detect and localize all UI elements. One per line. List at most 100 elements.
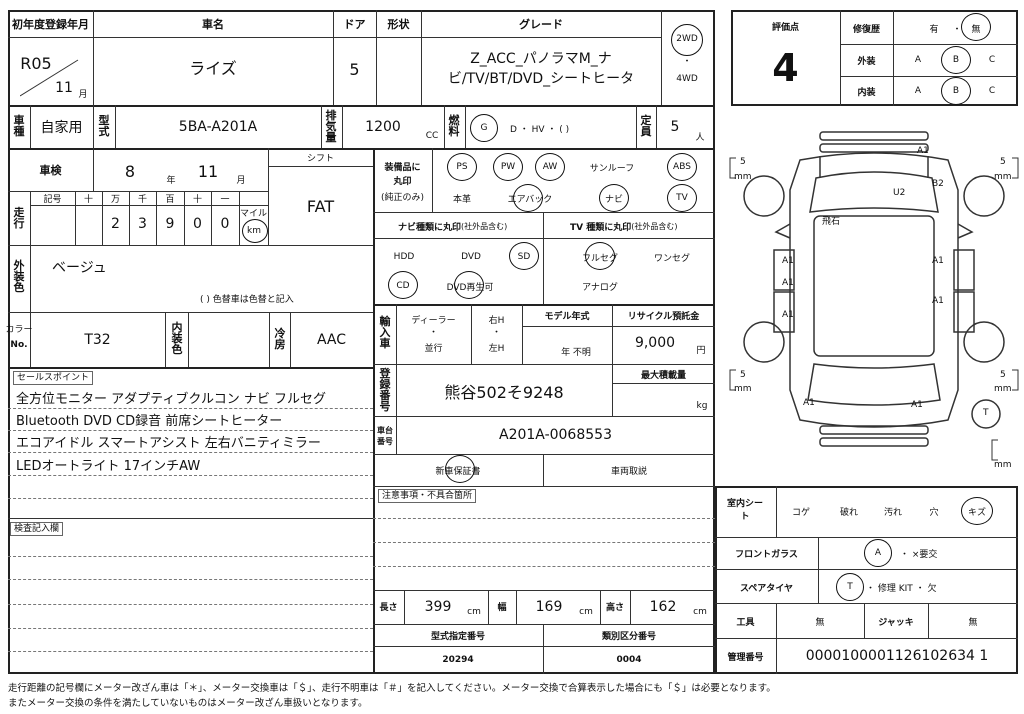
equip-sunroof: サンルーフ: [589, 163, 635, 174]
equip-leather: 本革: [452, 194, 471, 205]
navi-sd-circle: [509, 242, 539, 270]
car-diagram: [729, 131, 1019, 461]
tv-fullseg-circle: [585, 242, 615, 270]
type-no-value: 20294: [442, 655, 474, 665]
mgmt-value: 0000100001126102634 1: [805, 648, 989, 664]
dmg-a1-r2: A1: [932, 296, 944, 306]
glass-note: ・ ×要交: [900, 549, 938, 560]
recycle-label: リサイクル預託金: [627, 311, 700, 322]
equip-airbag-circle: [513, 184, 543, 212]
sales-line-2: エコアイドル スマートアシスト 左右バニティミラー: [16, 435, 321, 451]
drive-4wd: 4WD: [676, 74, 698, 84]
digit-2: 9: [165, 216, 175, 232]
outer-color-value: ベージュ: [52, 260, 107, 276]
disp-unit: CC: [425, 131, 439, 141]
drive-dot: ・: [682, 56, 692, 67]
main-sheet: [8, 10, 715, 674]
spare-options: ・ 修理 KIT ・ 欠: [866, 583, 937, 594]
tv-analog: アナログ: [582, 282, 618, 293]
score-value: 4: [772, 46, 799, 90]
disp-label: 排気量: [325, 109, 337, 144]
equip-label2: 丸印: [393, 176, 412, 187]
grade-line2: ビ/TV/BT/DVD_シートヒータ: [447, 71, 635, 87]
tv-oneseg: ワンセグ: [653, 253, 690, 264]
length-label: 長さ: [379, 602, 398, 613]
max-load-kg: kg: [696, 401, 708, 411]
inspect-year-unit: 年: [166, 175, 176, 186]
repair-yes: 有: [929, 24, 939, 35]
width-unit: cm: [579, 607, 593, 617]
spare-label: スペアタイヤ: [739, 583, 794, 594]
warranty-circle: [445, 455, 475, 483]
shift-label: シフト: [306, 153, 334, 164]
eval-box: [731, 10, 1018, 106]
repair-dot: ・: [952, 24, 962, 35]
model-label: 型式: [98, 114, 110, 138]
chassis-label: 車台番号: [377, 426, 393, 446]
equip-tv-circle: [667, 184, 697, 212]
first-reg-month: 11: [55, 80, 73, 96]
seat-koge: コゲ: [791, 507, 810, 518]
height-unit: cm: [693, 607, 707, 617]
cap-label: 定員: [640, 114, 652, 138]
jack-value: 無: [968, 617, 978, 628]
recycle-unit: 円: [696, 345, 706, 356]
car-name-label: 車名: [202, 18, 224, 31]
import-dot2: ・: [491, 327, 501, 338]
model-year-value: 年 不明: [561, 347, 591, 358]
length-value: 399: [424, 599, 452, 615]
mile-label: マイル: [239, 208, 267, 219]
footer-line1: 走行距離の記号欄にメーター改ざん車は「＊」、メーター交換車は「＄」、走行不明車は…: [8, 683, 776, 694]
inspect-month: 11: [197, 161, 219, 181]
repair-label: 修復歴: [852, 24, 880, 35]
width-label: 幅: [497, 602, 507, 613]
jack-label: ジャッキ: [878, 617, 914, 628]
score-label: 評価点: [771, 22, 799, 33]
spare-t-circle: [836, 573, 864, 601]
glass-a-circle: [864, 539, 892, 567]
color-no-label2: No.: [10, 340, 28, 350]
digit-1: 3: [138, 216, 147, 232]
exterior-a: A: [914, 55, 922, 65]
tv-title: TV 種類に丸印(社外品含む): [570, 218, 678, 234]
car-name: ライズ: [189, 59, 237, 78]
color-no-value: T32: [84, 332, 111, 348]
interior-b-circle: [941, 77, 971, 105]
grade-label: グレード: [519, 18, 563, 31]
dmg-u2: U2: [893, 188, 906, 198]
tire-rr-mm: mm: [994, 384, 1012, 394]
tv-aftermarket: (社外品含む): [631, 221, 678, 231]
shape-label: 形状: [387, 18, 410, 31]
seat-yogore: 汚れ: [883, 507, 902, 518]
navi-cd-circle: [388, 271, 418, 299]
tire-rl-depth: 5: [740, 370, 746, 380]
tv-title-text: TV 種類に丸印: [570, 222, 632, 233]
mgmt-label: 管理番号: [727, 652, 764, 663]
digit-head-4: 十: [192, 194, 202, 205]
dmg-a1-rear: A1: [911, 400, 923, 410]
sales-label: セールスポイント: [13, 371, 94, 385]
chassis-value: A201A-0068553: [499, 427, 612, 443]
km-circle: [242, 219, 268, 243]
tire-fl-mm: mm: [734, 172, 752, 182]
navi-aftermarket: (社外品含む): [461, 221, 508, 231]
first-reg-year: R05: [20, 53, 52, 73]
navi-dvd: DVD: [461, 252, 481, 262]
doors-label: ドア: [343, 18, 366, 31]
inner-color-label: 内装色: [171, 321, 183, 356]
reg-label: 登録番号: [379, 367, 391, 413]
dmg-a1-l1: A1: [782, 256, 794, 266]
dmg-a1-l2: A1: [782, 278, 794, 288]
sales-line-1: Bluetooth DVD CD録音 前席シートヒーター: [16, 413, 283, 429]
tire-rr-depth: 5: [1000, 370, 1006, 380]
tire-rl-mm: mm: [734, 384, 752, 394]
digit-3: 0: [193, 216, 202, 232]
drive-2wd-circle: [671, 24, 703, 56]
digit-head-0: 十: [83, 194, 93, 205]
dmg-a1-rear2: A1: [803, 398, 815, 408]
equip-pw-circle: [493, 153, 523, 181]
outer-color-label: 外装色: [13, 259, 25, 294]
equip-label3: (純正のみ): [380, 192, 425, 203]
exterior-label: 外装: [857, 56, 876, 67]
spare-t-diagram: T: [983, 408, 989, 418]
